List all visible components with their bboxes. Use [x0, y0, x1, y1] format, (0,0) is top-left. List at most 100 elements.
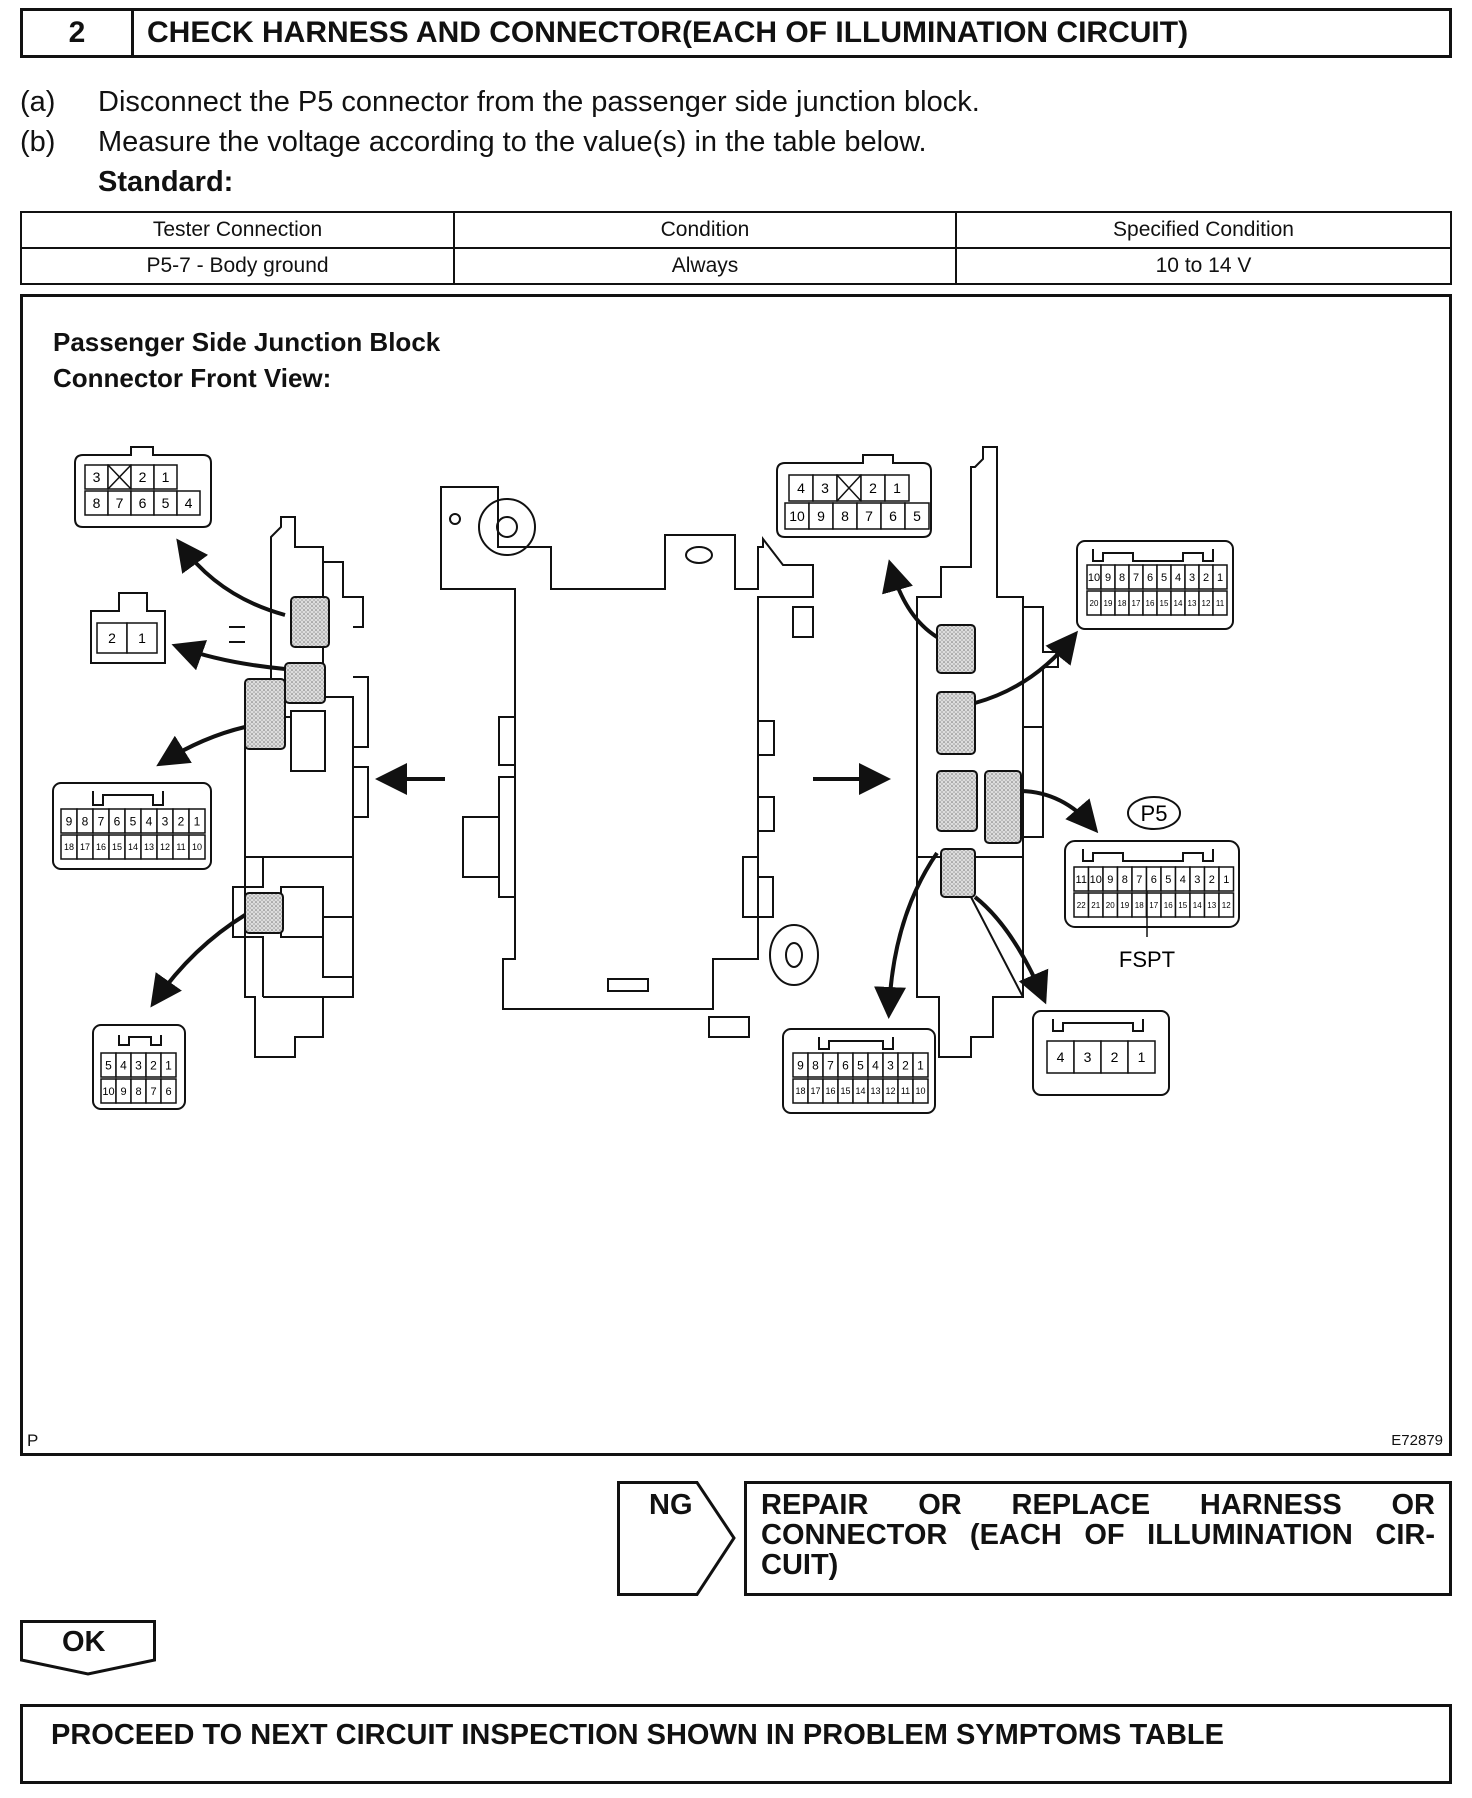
- pin-cell: [1212, 564, 1228, 590]
- pin-number: 12: [160, 842, 170, 852]
- pin-number: 3: [162, 814, 169, 828]
- left-socket: [290, 596, 330, 648]
- blank-pin-mark: [836, 474, 862, 502]
- step-b: (b) Measure the voltage according to the…: [0, 126, 1472, 162]
- step-header: 2 CHECK HARNESS AND CONNECTOR(EACH OF IL…: [20, 8, 1452, 58]
- pin-number: 1: [1223, 874, 1229, 886]
- table-header: Condition: [453, 211, 957, 249]
- pin-number: 8: [93, 495, 101, 511]
- pin-number: 1: [893, 480, 901, 496]
- pin-number: 6: [889, 508, 897, 524]
- pin-number: 13: [144, 842, 154, 852]
- left-side-view: [229, 516, 369, 1058]
- pin-number: 9: [120, 1086, 126, 1098]
- pin-cell: [188, 834, 206, 860]
- pin-number: 19: [1120, 901, 1129, 910]
- pin-number: 5: [913, 508, 921, 524]
- pin-number: 16: [1164, 901, 1173, 910]
- pin-number: 2: [902, 1058, 909, 1072]
- pin-cell: [176, 490, 201, 516]
- pin-number: 3: [1084, 1049, 1092, 1065]
- pin-number: 12: [1222, 901, 1231, 910]
- pin-number: 8: [82, 814, 89, 828]
- pin-number: 1: [1217, 572, 1223, 584]
- pin-number: 4: [146, 814, 153, 828]
- pin-number: 10: [1090, 874, 1102, 886]
- pin-number: 20: [1090, 599, 1099, 608]
- step-b-text: Measure the voltage according to the val…: [98, 126, 927, 158]
- pin-cell: [912, 1052, 929, 1078]
- pin-cell: [1212, 590, 1228, 616]
- pin-number: 15: [840, 1086, 850, 1096]
- pin-number: 7: [116, 495, 124, 511]
- pin-cell: [1218, 892, 1235, 918]
- pin-number: 10: [915, 1086, 925, 1096]
- pin-number: 1: [194, 814, 201, 828]
- pin-number: 15: [1178, 901, 1187, 910]
- left-socket: [244, 678, 286, 750]
- pin-number: 16: [1146, 599, 1155, 608]
- pin-number: 14: [1193, 901, 1202, 910]
- pin-number: 4: [185, 495, 193, 511]
- center-block-view: [440, 486, 819, 1038]
- pin-number: 3: [821, 480, 829, 496]
- pin-number: 2: [1209, 874, 1215, 886]
- step-a: (a) Disconnect the P5 connector from the…: [0, 86, 1472, 122]
- pin-cell: [126, 622, 158, 654]
- pin-number: 11: [176, 842, 185, 852]
- pin-number: 3: [93, 469, 101, 485]
- ok-label: OK: [62, 1626, 106, 1658]
- pin-number: 2: [150, 1058, 157, 1072]
- pin-number: 3: [1189, 572, 1195, 584]
- pin-number: 19: [1104, 599, 1113, 608]
- pin-number: 14: [855, 1086, 865, 1096]
- pin-number: 2: [869, 480, 877, 496]
- pin-number: 10: [1088, 572, 1100, 584]
- pin-number: 3: [887, 1058, 894, 1072]
- pin-number: 4: [1175, 572, 1181, 584]
- pin-number: 14: [128, 842, 138, 852]
- pin-cell: [188, 808, 206, 834]
- pin-number: 9: [797, 1058, 804, 1072]
- pin-number: 16: [96, 842, 106, 852]
- table-row: P5-7 - Body ground Always 10 to 14 V: [20, 247, 1452, 285]
- pin-number: 10: [102, 1086, 114, 1098]
- pin-number: 17: [810, 1086, 820, 1096]
- step-a-text: Disconnect the P5 connector from the pas…: [98, 86, 980, 118]
- pin-number: 7: [1136, 874, 1142, 886]
- pin-number: 6: [165, 1086, 171, 1098]
- connector-figure: Passenger Side Junction Block Connector …: [20, 294, 1452, 1456]
- p5-label: P5: [1141, 801, 1168, 826]
- p5-socket: [984, 770, 1022, 844]
- pin-number: 16: [825, 1086, 835, 1096]
- pin-cell: [912, 1078, 929, 1104]
- pin-number: 5: [130, 814, 137, 828]
- pin-cell: [1100, 1040, 1129, 1074]
- step-number: 2: [23, 11, 134, 55]
- left-socket: [244, 892, 284, 934]
- standard-label: Standard:: [98, 166, 234, 198]
- step-title: CHECK HARNESS AND CONNECTOR(EACH OF ILLU…: [147, 16, 1189, 49]
- pin-number: 4: [872, 1058, 879, 1072]
- left-socket: [284, 662, 326, 704]
- pin-cell: [808, 502, 834, 530]
- pin-cell: [160, 1078, 177, 1104]
- pin-number: 10: [192, 842, 202, 852]
- pin-number: 7: [98, 814, 105, 828]
- pin-number: 12: [885, 1086, 895, 1096]
- pin-cell: [856, 502, 882, 530]
- pin-number: 5: [162, 495, 170, 511]
- figure-title-line1: Passenger Side Junction Block: [53, 327, 441, 357]
- pin-number: 1: [1138, 1049, 1146, 1065]
- pin-number: 14: [1174, 599, 1183, 608]
- pin-cell: [96, 622, 128, 654]
- pin-number: 13: [870, 1086, 880, 1096]
- ok-indicator: OK: [20, 1620, 156, 1676]
- blank-pin-mark: [107, 464, 132, 490]
